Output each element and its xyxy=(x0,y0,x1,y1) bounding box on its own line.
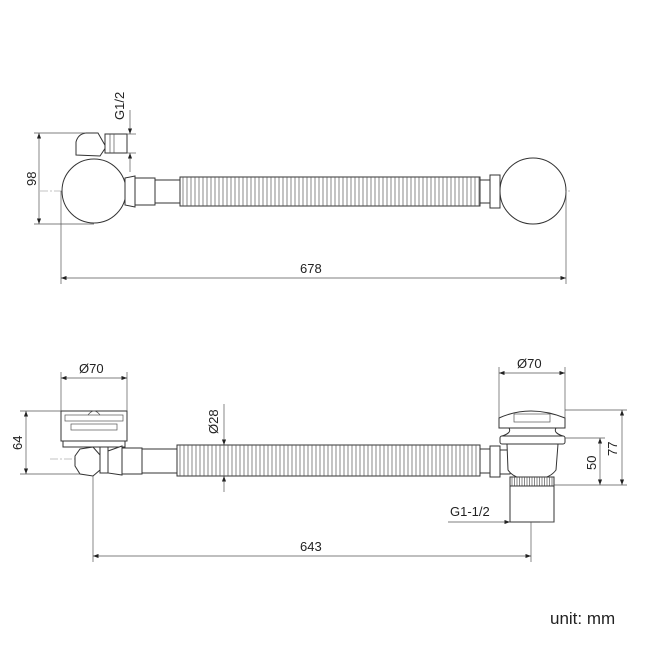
dim-height-top: 98 xyxy=(24,172,39,186)
dim-left-diameter: Ø70 xyxy=(79,361,104,376)
top-view: G1/2 98 678 xyxy=(24,92,570,284)
corrugated-hose-top xyxy=(179,176,481,207)
hex-nut xyxy=(74,446,101,477)
dim-inlet-thread: G1/2 xyxy=(112,92,127,120)
elbow-fitting xyxy=(75,132,107,157)
drain-head-right-top xyxy=(499,157,567,225)
dim-right-diameter: Ø70 xyxy=(517,356,542,371)
dim-right-body-height: 50 xyxy=(584,456,599,470)
bottom-view: Ø70 64 Ø28 Ø70 77 50 G1-1/2 643 xyxy=(10,356,627,562)
dim-length-top: 678 xyxy=(300,261,322,276)
unit-label: unit: mm xyxy=(550,609,615,628)
drain-body xyxy=(506,443,559,479)
dim-length-bottom: 643 xyxy=(300,539,322,554)
overflow-head-left-side xyxy=(60,410,128,442)
inlet-fitting xyxy=(104,133,128,154)
drain-cap xyxy=(498,410,566,429)
corrugated-hose-bottom xyxy=(176,444,481,477)
overflow-head-left xyxy=(61,158,127,224)
dim-outlet-thread: G1-1/2 xyxy=(450,504,490,519)
hose-nut-top xyxy=(489,174,501,209)
dim-hose-diameter: Ø28 xyxy=(206,409,221,434)
dim-right-total-height: 77 xyxy=(605,442,620,456)
dim-left-height: 64 xyxy=(10,436,25,450)
hose-nut-bottom xyxy=(489,445,501,478)
outlet-pipe xyxy=(509,485,555,523)
